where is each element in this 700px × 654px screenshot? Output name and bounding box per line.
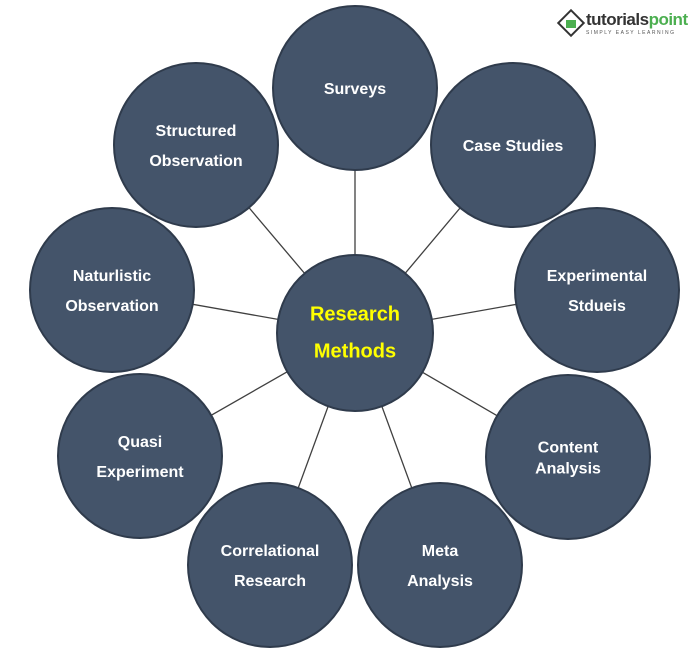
method-node-naturlistic-observation-label: Observation: [65, 298, 158, 315]
method-node-quasi-experiment-label: Quasi: [118, 434, 162, 451]
method-node-surveys: Surveys: [272, 5, 438, 171]
method-node-content-analysis-label: Content: [538, 440, 599, 457]
method-node-quasi-experiment-label: Experiment: [96, 464, 184, 481]
method-node-structured-observation-circle: [113, 62, 279, 228]
method-node-case-studies-label: Case Studies: [463, 138, 564, 155]
method-node-structured-observation-label: Structured: [156, 123, 237, 140]
method-node-experimental-stdueis-label: Stdueis: [568, 298, 626, 315]
method-node-meta-analysis-label: Meta: [422, 543, 459, 560]
center-node-research-methods-label: Methods: [314, 341, 396, 363]
method-node-surveys-circle: [272, 5, 438, 171]
method-node-naturlistic-observation-circle: [29, 207, 195, 373]
method-node-surveys-label: Surveys: [324, 81, 386, 98]
center-node-research-methods-circle: [276, 254, 434, 412]
method-node-meta-analysis-circle: [357, 482, 523, 648]
method-node-content-analysis-label: Analysis: [535, 461, 601, 478]
method-node-structured-observation-label: Observation: [149, 153, 242, 170]
logo-text: tutorialspoint: [586, 10, 688, 29]
method-node-experimental-stdueis-circle: [514, 207, 680, 373]
logo-icon: [556, 8, 586, 38]
method-node-naturlistic-observation-label: Naturlistic: [73, 268, 151, 285]
method-node-quasi-experiment-circle: [57, 373, 223, 539]
method-node-case-studies: Case Studies: [430, 62, 596, 228]
logo-tagline: SIMPLY EASY LEARNING: [586, 30, 676, 36]
center-node-research-methods-label: Research: [310, 304, 400, 326]
method-node-correlational-research-label: Research: [234, 573, 306, 590]
method-node-correlational-research-circle: [187, 482, 353, 648]
method-node-case-studies-circle: [430, 62, 596, 228]
tutorialspoint-logo: tutorialspoint SIMPLY EASY LEARNING: [556, 8, 688, 38]
method-node-correlational-research-label: Correlational: [221, 543, 320, 560]
method-node-content-analysis-circle: [485, 374, 651, 540]
method-node-experimental-stdueis-label: Experimental: [547, 268, 647, 285]
method-node-meta-analysis-label: Analysis: [407, 573, 473, 590]
